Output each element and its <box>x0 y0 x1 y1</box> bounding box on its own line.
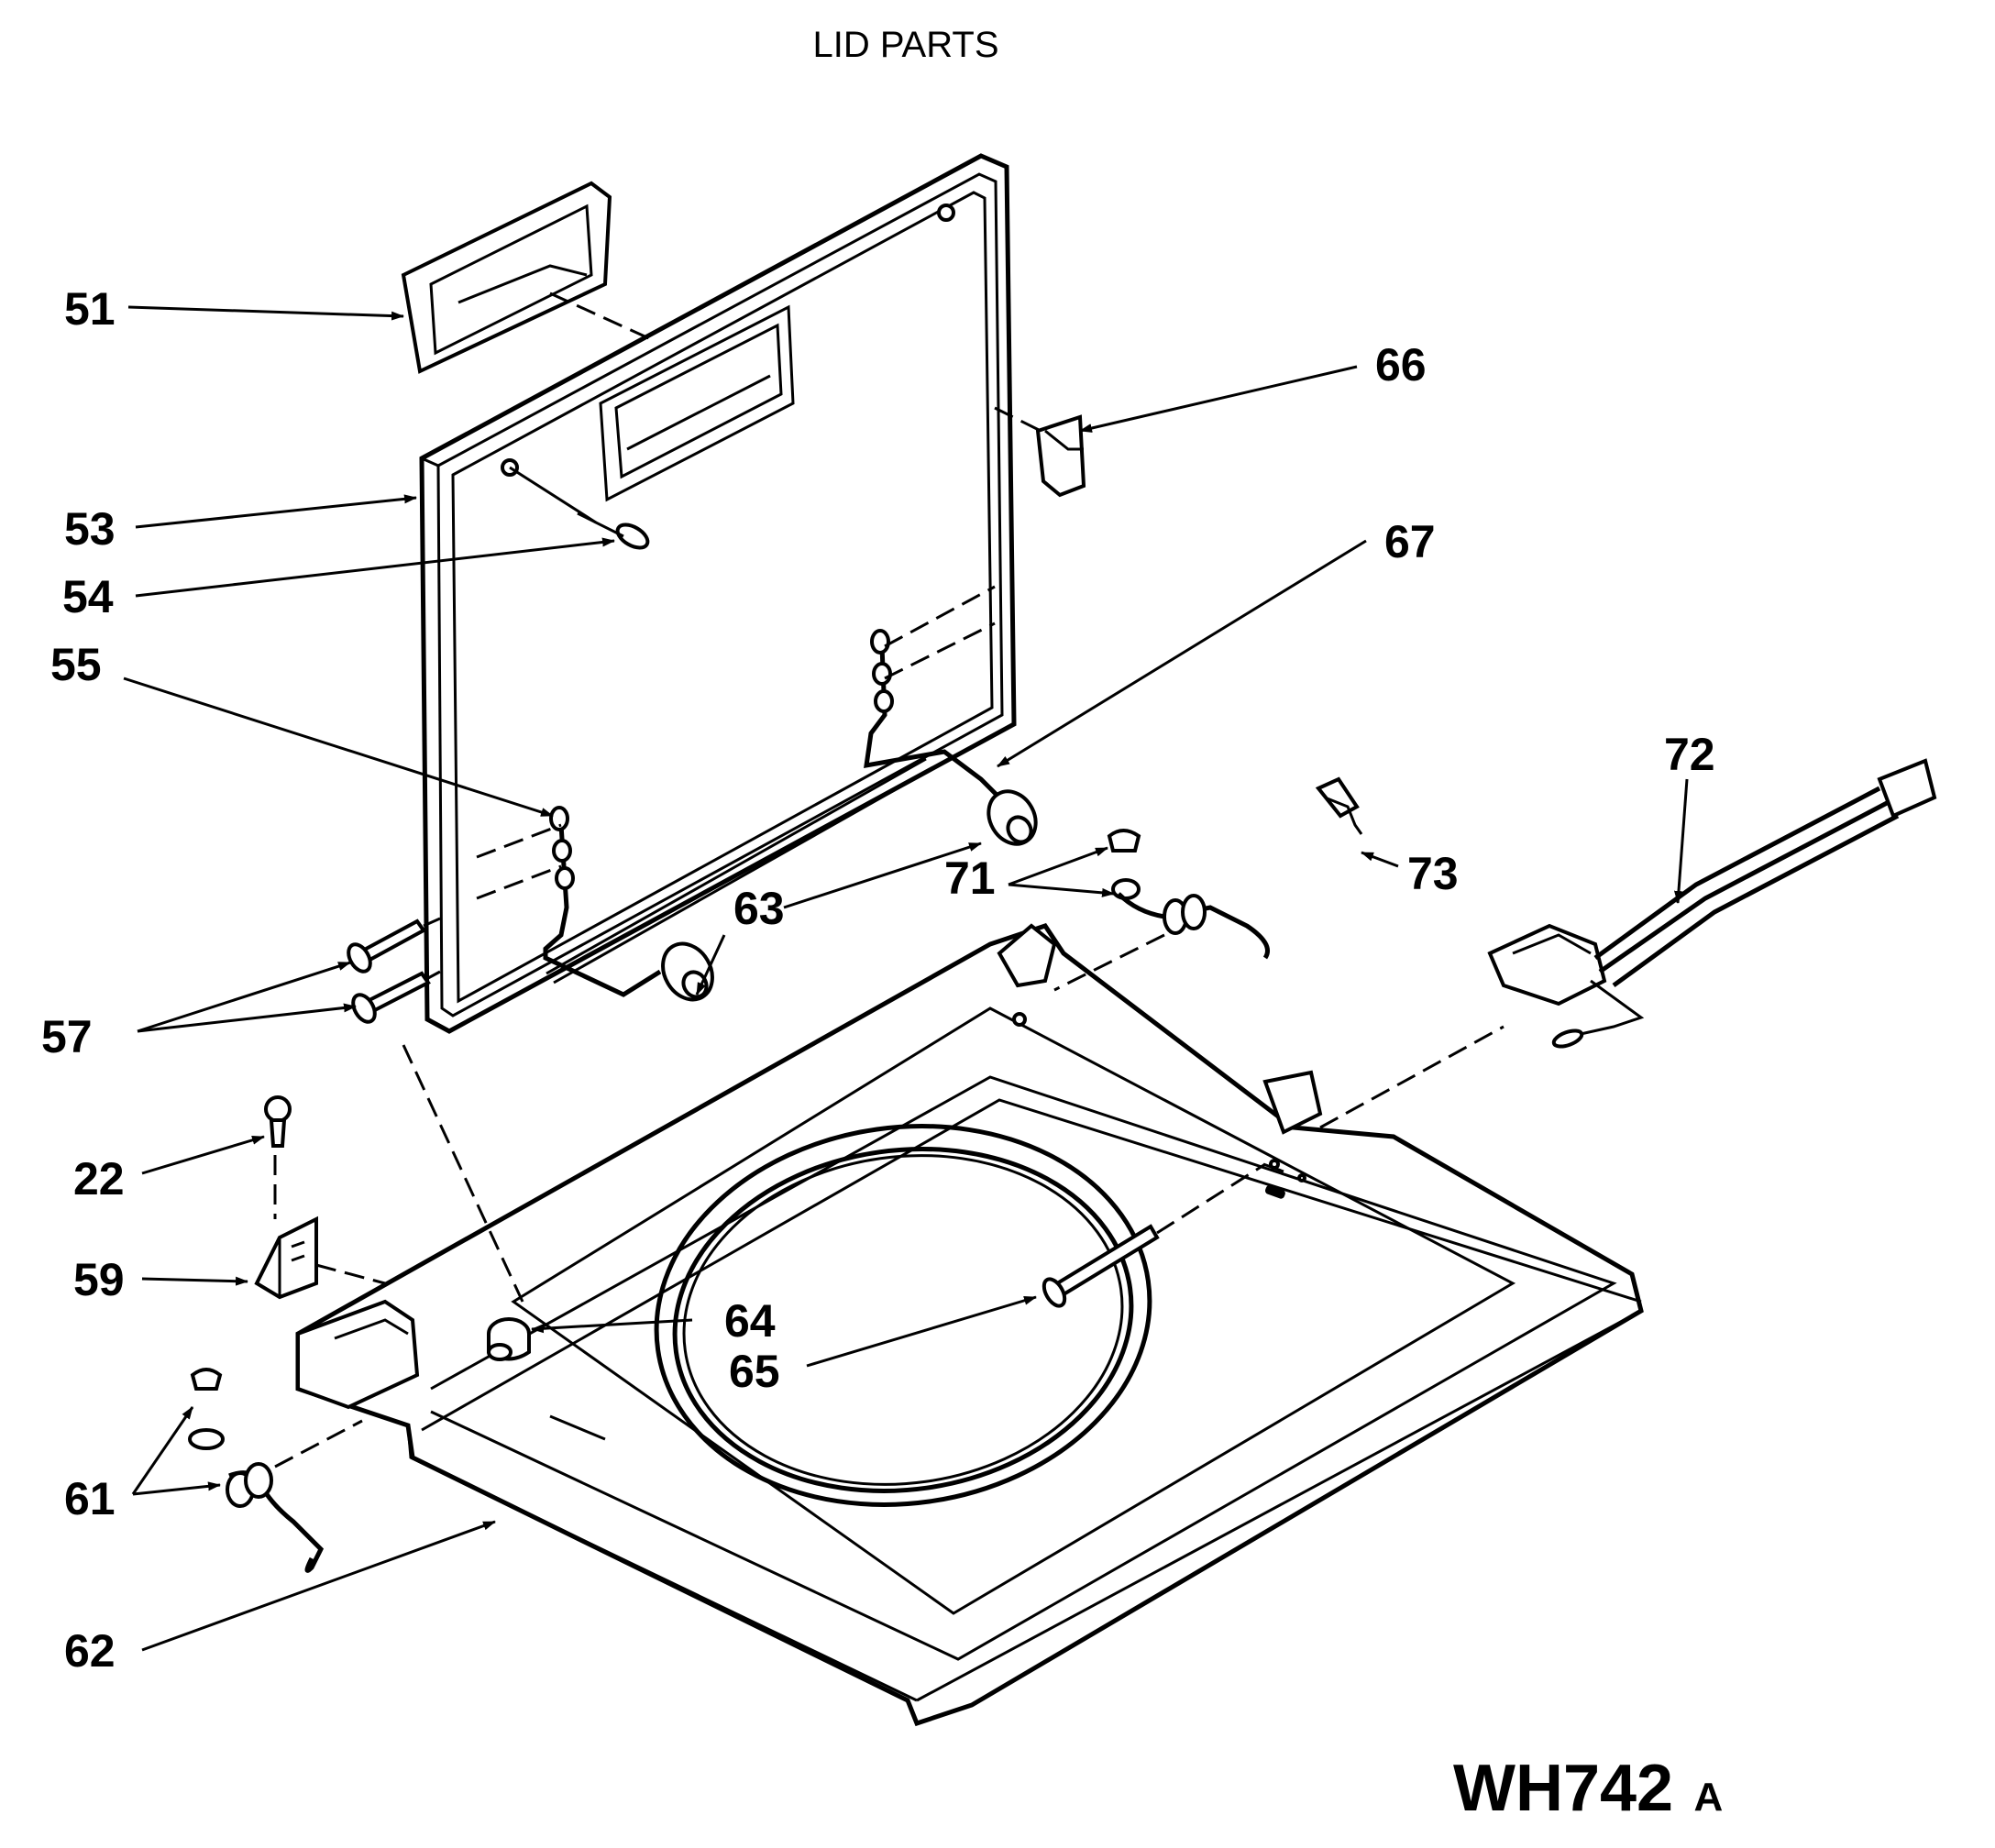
diagram-title: LID PARTS <box>812 25 998 65</box>
lid-switch-harness <box>1319 758 1937 1129</box>
callout-53: 53 <box>64 503 116 555</box>
callout-57: 57 <box>41 1011 93 1062</box>
frame-hole-icon <box>937 204 955 222</box>
callout-66: 66 <box>1375 339 1427 390</box>
hinge-spring-right <box>1053 829 1270 992</box>
callout-71: 71 <box>944 852 996 904</box>
callout-61: 61 <box>64 1473 116 1524</box>
bracket-screw <box>264 1095 292 1148</box>
callout-62: 62 <box>64 1625 116 1677</box>
callout-73: 73 <box>1407 848 1459 899</box>
long-screw <box>1042 1162 1266 1308</box>
callout-22: 22 <box>73 1153 125 1204</box>
callout-67: 67 <box>1384 516 1436 567</box>
pin <box>509 466 650 550</box>
hinge-bracket <box>254 1155 386 1300</box>
callout-labels: 51 53 54 55 57 22 59 61 62 63 64 65 66 6… <box>41 283 1715 1677</box>
callout-51: 51 <box>64 283 116 335</box>
hinge-spring-left <box>188 1368 363 1573</box>
switch-clip <box>1315 776 1363 835</box>
leader-lines <box>123 305 1689 1652</box>
callout-63: 63 <box>733 883 785 934</box>
diagram-code-suffix: A <box>1694 1775 1724 1820</box>
lid-panel-frame <box>419 153 1017 1034</box>
callout-72: 72 <box>1664 729 1715 780</box>
hinge-clip <box>994 406 1086 498</box>
screws <box>347 917 441 1024</box>
callout-64: 64 <box>724 1295 776 1347</box>
callout-65: 65 <box>729 1346 780 1397</box>
window-glass <box>401 181 652 374</box>
callout-55: 55 <box>50 639 102 690</box>
lid-switch-rod-right <box>864 585 1038 846</box>
diagram-code: WH742 A <box>1453 1752 1723 1825</box>
washer-top-panel <box>295 923 1644 1727</box>
diagram-code-main: WH742 <box>1453 1752 1673 1825</box>
bumper <box>487 1317 531 1361</box>
callout-59: 59 <box>73 1254 125 1305</box>
callout-54: 54 <box>62 571 114 622</box>
